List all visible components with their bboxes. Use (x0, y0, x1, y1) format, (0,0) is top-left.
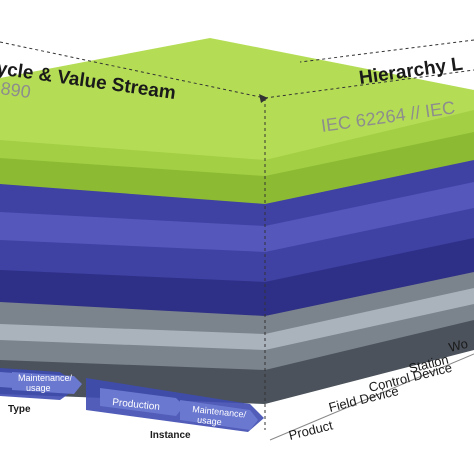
type-label: Type (8, 404, 31, 415)
instance-label: Instance (150, 430, 191, 441)
type-step-maintenance (12, 372, 82, 394)
instance-step-production-label: Production (112, 397, 161, 413)
level-tick-1 (269, 353, 474, 441)
level-product: Product (287, 417, 334, 442)
arrow-tip-icon (259, 94, 268, 103)
right-top-edge (264, 69, 474, 99)
lifecycle-band: Maintenance/ usage Type Production Maint… (0, 368, 264, 441)
hierarchy-levels: Wo Station Control Device Field Device P… (269, 336, 474, 443)
type-step-maintenance-label: Maintenance/ usage (18, 373, 75, 393)
layer-gray-mid (0, 300, 474, 370)
right-back-edge (299, 39, 474, 63)
type-maint-line2: usage (26, 383, 51, 393)
cube-edges (0, 39, 474, 430)
type-maint-line1: Maintenance/ (18, 373, 73, 383)
instance-step-production (100, 388, 184, 416)
top-layers (0, 38, 474, 204)
instance-maint-line2: usage (197, 415, 222, 428)
layer-gray-light (0, 284, 474, 350)
iec-62890-label: 890 (0, 78, 32, 102)
level-field-device: Field Device (327, 383, 400, 415)
layer-green-top (0, 38, 474, 160)
instance-step-maintenance-label: Maintenance/ usage (191, 404, 249, 430)
level-work-centers: Wo (447, 336, 469, 355)
instance-step-maintenance (180, 400, 258, 430)
